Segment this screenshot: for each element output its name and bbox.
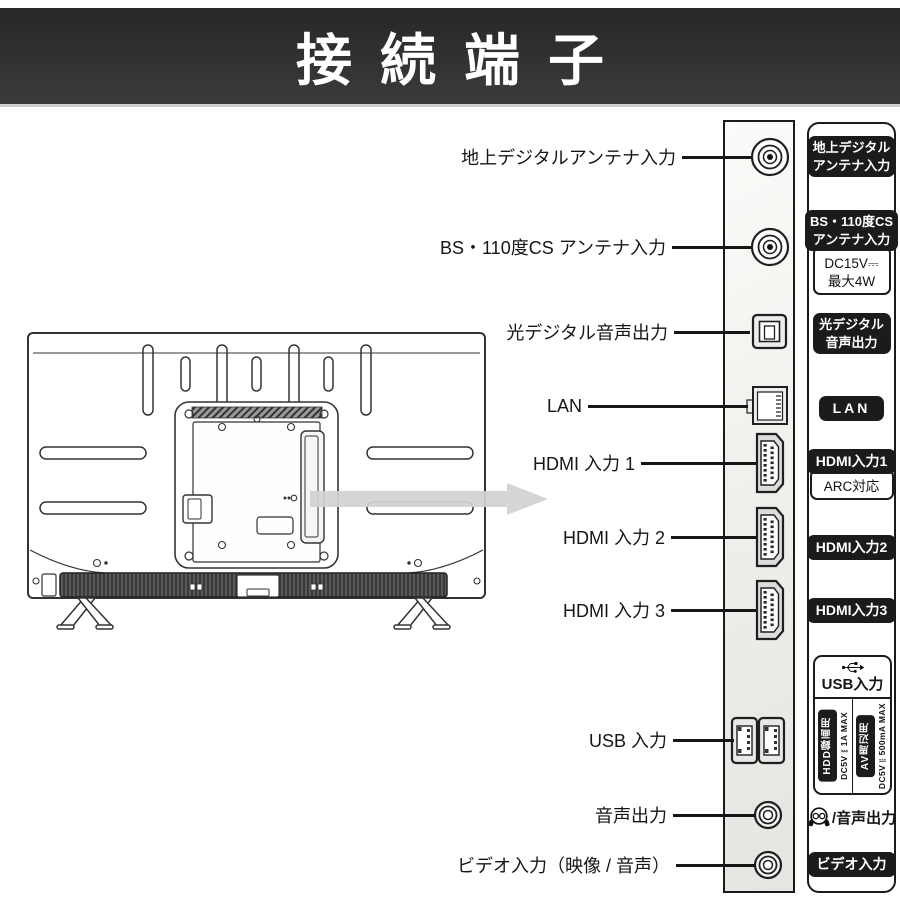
badge-video-in: ビデオ入力 bbox=[807, 852, 896, 877]
port-label: HDMI 入力 3 bbox=[562, 601, 665, 621]
badge-line: 光デジタル bbox=[819, 317, 884, 332]
tv-body-outline bbox=[27, 332, 486, 630]
usb-trident-icon bbox=[841, 661, 864, 673]
hdmi-connector-1 bbox=[755, 432, 784, 493]
badge-note-dc15v: DC15V⎓ 最大4W bbox=[812, 246, 891, 296]
badge-label: ビデオ入力 bbox=[807, 852, 896, 877]
video-in-jack bbox=[753, 850, 782, 879]
leader-line bbox=[672, 245, 752, 249]
usb-av-badge: AV周辺用 bbox=[856, 714, 875, 778]
rear-port-strip bbox=[723, 120, 795, 893]
usb-hdd-note: DC5V⎓1A MAX bbox=[839, 712, 849, 780]
badge-label: HDMI入力2 bbox=[806, 535, 897, 560]
leader-line bbox=[641, 461, 756, 465]
badge-label: HDMI入力3 bbox=[806, 598, 897, 623]
callout-arrow bbox=[310, 483, 548, 515]
tv-back-illustration bbox=[27, 332, 548, 630]
port-label: LAN bbox=[546, 395, 582, 416]
badge-line: アンテナ入力 bbox=[812, 231, 891, 247]
badge-audio-out: /音声出力 bbox=[808, 805, 897, 829]
badge-label: LAN bbox=[818, 396, 885, 421]
usb-hdd-badge: HDD録画用 bbox=[818, 710, 837, 782]
label-row-hdmi3: HDMI 入力 3 bbox=[563, 597, 756, 623]
usb-av-note: DC5V⎓500mA MAX bbox=[877, 702, 887, 789]
headphone-icon bbox=[808, 807, 830, 827]
label-row-optical: 光デジタル音声出力 bbox=[506, 319, 750, 345]
port-label: 光デジタル音声出力 bbox=[506, 323, 668, 343]
badge-hdmi1: HDMI入力1 ARC対応 bbox=[806, 449, 897, 501]
leader-line bbox=[673, 738, 734, 742]
port-label: 地上デジタルアンテナ入力 bbox=[461, 148, 676, 168]
header-banner: 接続端子 bbox=[0, 8, 900, 107]
rear-panel bbox=[174, 401, 339, 569]
speaker-bar bbox=[29, 549, 484, 598]
leader-line bbox=[671, 535, 756, 539]
page-title: 接続端子 bbox=[296, 28, 632, 92]
port-label: HDMI 入力 2 bbox=[562, 528, 665, 548]
port-label: BS・110度CS アンテナ入力 bbox=[440, 238, 666, 258]
port-label: ビデオ入力（映像 / 音声） bbox=[456, 856, 670, 876]
leader-line bbox=[673, 813, 756, 817]
leader-line bbox=[671, 608, 756, 612]
badge-line: 音声出力 bbox=[825, 334, 878, 350]
badge-terrestrial: 地上デジタル アンテナ入力 bbox=[807, 136, 896, 178]
label-row-hdmi2: HDMI 入力 2 bbox=[563, 524, 756, 550]
badge-usb-block: USB入力 HDD録画用 DC5V⎓1A MAX AV周辺用 DC5V⎓500m… bbox=[813, 655, 892, 795]
badge-line: BS・110度CS bbox=[809, 214, 894, 229]
hdmi-connector-3 bbox=[755, 579, 784, 640]
label-row-hdmi1: HDMI 入力 1 bbox=[533, 450, 756, 476]
leader-line bbox=[676, 863, 756, 867]
lan-connector bbox=[745, 385, 788, 425]
usb-port-1 bbox=[730, 716, 758, 764]
label-row-lan: LAN bbox=[547, 393, 748, 419]
leader-line bbox=[674, 330, 750, 334]
port-label: 音声出力 bbox=[595, 806, 667, 826]
badge-hdmi2: HDMI入力2 bbox=[806, 535, 897, 560]
audio-out-jack bbox=[753, 800, 782, 829]
badge-line: アンテナ入力 bbox=[812, 157, 891, 173]
badge-hdmi3: HDMI入力3 bbox=[806, 598, 897, 623]
label-row-audio-out: 音声出力 bbox=[595, 802, 756, 828]
label-row-terrestrial: 地上デジタルアンテナ入力 bbox=[461, 144, 752, 170]
hdmi-connector-2 bbox=[755, 506, 784, 567]
leader-line bbox=[588, 404, 748, 408]
label-row-video-in: ビデオ入力（映像 / 音声） bbox=[457, 852, 756, 878]
label-row-bs-cs: BS・110度CS アンテナ入力 bbox=[440, 234, 752, 260]
badge-label: HDMI入力1 bbox=[806, 449, 897, 474]
coax-connector-bs-cs bbox=[750, 227, 789, 266]
label-row-usb: USB 入力 bbox=[589, 727, 734, 753]
port-label: HDMI 入力 1 bbox=[532, 454, 635, 474]
optical-audio-connector bbox=[751, 313, 787, 349]
leader-line bbox=[682, 155, 752, 159]
audio-out-badge-label: /音声出力 bbox=[831, 809, 897, 827]
usb-port-2 bbox=[757, 716, 785, 764]
coax-connector-terrestrial bbox=[750, 137, 789, 176]
badge-optical: 光デジタル 音声出力 bbox=[809, 313, 894, 355]
usb-badge-label: USB入力 bbox=[821, 675, 884, 693]
tv-stands bbox=[56, 597, 451, 630]
badge-line: 地上デジタル bbox=[812, 140, 891, 155]
port-connectors bbox=[730, 137, 789, 879]
badge-column: 地上デジタル アンテナ入力 BS・110度CS アンテナ入力 DC15V⎓ 最大… bbox=[804, 122, 899, 893]
port-label: USB 入力 bbox=[588, 731, 667, 751]
badge-lan: LAN bbox=[809, 396, 894, 421]
badge-bs-cs: BS・110度CS アンテナ入力 DC15V⎓ 最大4W bbox=[804, 210, 899, 296]
usb-col-av: AV周辺用 DC5V⎓500mA MAX bbox=[852, 698, 890, 793]
usb-col-hdd: HDD録画用 DC5V⎓1A MAX bbox=[815, 699, 852, 793]
